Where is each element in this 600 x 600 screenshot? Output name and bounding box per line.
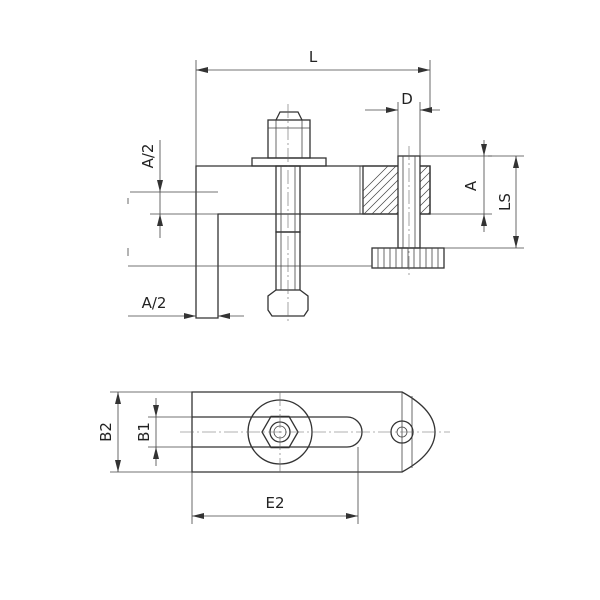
label-B1: B1 <box>135 422 153 442</box>
clamp-body-outline <box>195 165 431 319</box>
dimension-LS: LS <box>444 155 524 249</box>
label-B2: B2 <box>97 422 115 442</box>
dimension-E2: E2 <box>191 447 359 524</box>
label-L: L <box>309 48 318 66</box>
side-view: L D A/2 A <box>127 48 524 324</box>
label-A-half-top: A/2 <box>139 144 157 169</box>
label-E2: E2 <box>265 494 284 512</box>
dimension-D: D <box>365 90 440 156</box>
dimension-B1: B1 <box>135 398 192 466</box>
stud-bolt <box>251 104 327 324</box>
nut <box>267 119 311 159</box>
label-LS: LS <box>496 193 514 211</box>
top-view: B2 B1 E2 <box>97 391 450 524</box>
dimension-B2: B2 <box>97 391 192 473</box>
label-D: D <box>401 90 413 108</box>
washer <box>251 157 327 167</box>
support-screw <box>371 146 445 276</box>
dimension-L: L <box>195 48 431 166</box>
dimension-A: A <box>420 140 492 232</box>
label-A-half-bottom: A/2 <box>142 294 167 312</box>
label-A: A <box>462 180 480 191</box>
dimension-A-half-top: A/2 <box>127 140 218 238</box>
dimension-A-half-bottom: A/2 <box>127 248 372 319</box>
